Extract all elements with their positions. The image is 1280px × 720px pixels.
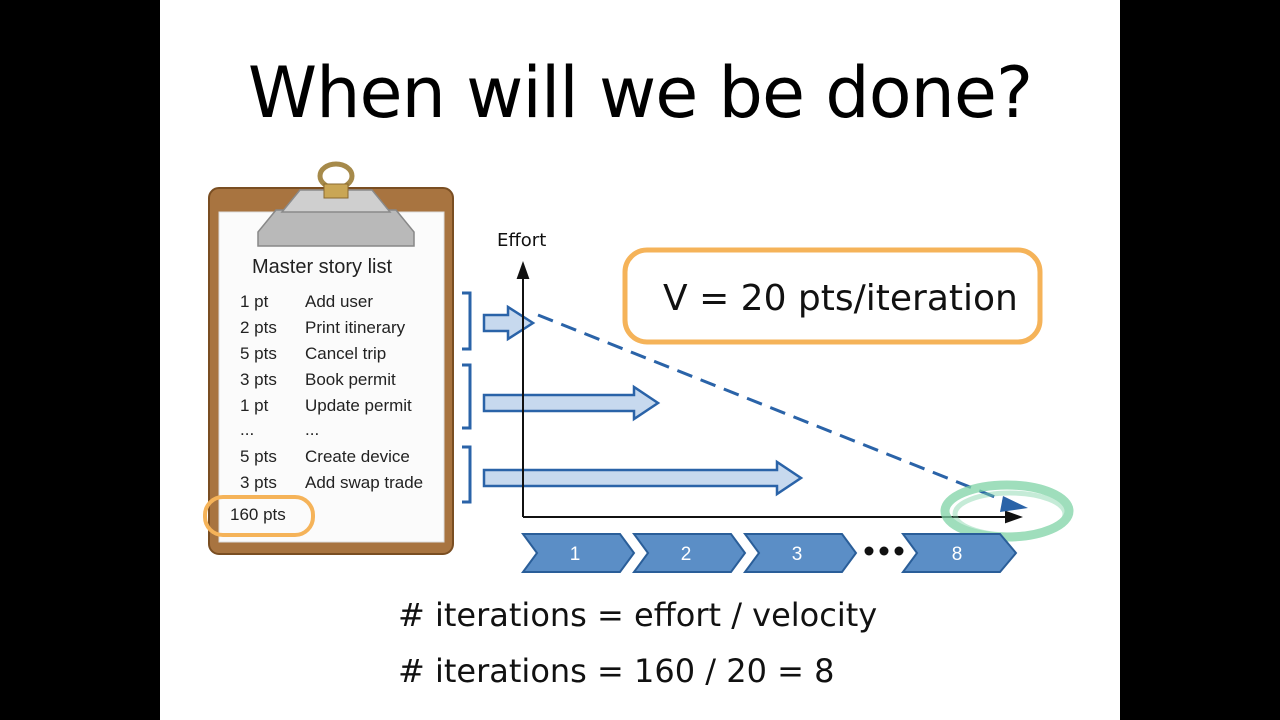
velocity-text: V = 20 pts/iteration (663, 278, 1018, 319)
iteration-label-8: 8 (952, 544, 963, 565)
effort-arrow-2 (482, 384, 661, 422)
burndown-dashed-line (537, 313, 1016, 507)
iteration-chevron-3 (743, 533, 858, 573)
iteration-label-2: 2 (681, 544, 692, 565)
story-name: ... (305, 420, 320, 439)
story-name: Print itinerary (305, 318, 406, 337)
effort-arrows (482, 304, 804, 497)
iteration-label-3: 3 (792, 544, 803, 565)
iteration-ellipsis (864, 546, 904, 556)
iteration-chevron-2 (632, 533, 747, 573)
story-name: Add swap trade (305, 473, 424, 492)
total-highlight (203, 495, 315, 537)
velocity-box (622, 247, 1043, 345)
iteration-chevron-1 (521, 533, 636, 573)
iteration-label-1: 1 (570, 544, 581, 565)
group-brackets (462, 291, 472, 504)
clipboard-icon (208, 161, 454, 555)
formula-line-1: # iterations = effort / velocity (398, 596, 878, 634)
effort-arrow-1 (482, 304, 536, 342)
story-points: ... (240, 420, 255, 439)
story-points: 3 pts (240, 473, 277, 492)
formula-line-2: # iterations = 160 / 20 = 8 (398, 652, 835, 690)
completion-highlight (940, 480, 1074, 542)
slide-title: When will we be done? (247, 52, 1033, 134)
effort-arrow-3 (482, 459, 804, 497)
story-points: 1 pt (240, 292, 269, 311)
total-points: 160 pts (230, 505, 286, 524)
story-name: Cancel trip (305, 344, 387, 363)
story-points: 3 pts (240, 370, 277, 389)
story-points: 1 pt (240, 396, 269, 415)
iteration-chevron-8 (901, 533, 1018, 573)
story-points: 5 pts (240, 447, 277, 466)
story-name: Add user (305, 292, 374, 311)
effort-axis-label: Effort (497, 230, 547, 251)
chart-axes (516, 261, 1023, 524)
burndown-arrowhead (1000, 496, 1028, 512)
story-list-heading: Master story list (252, 256, 393, 278)
story-name: Book permit (305, 370, 396, 389)
story-points: 2 pts (240, 318, 277, 337)
story-name: Update permit (305, 396, 412, 415)
story-points: 5 pts (240, 344, 277, 363)
story-name: Create device (305, 447, 410, 466)
iteration-chevrons (521, 533, 1018, 573)
